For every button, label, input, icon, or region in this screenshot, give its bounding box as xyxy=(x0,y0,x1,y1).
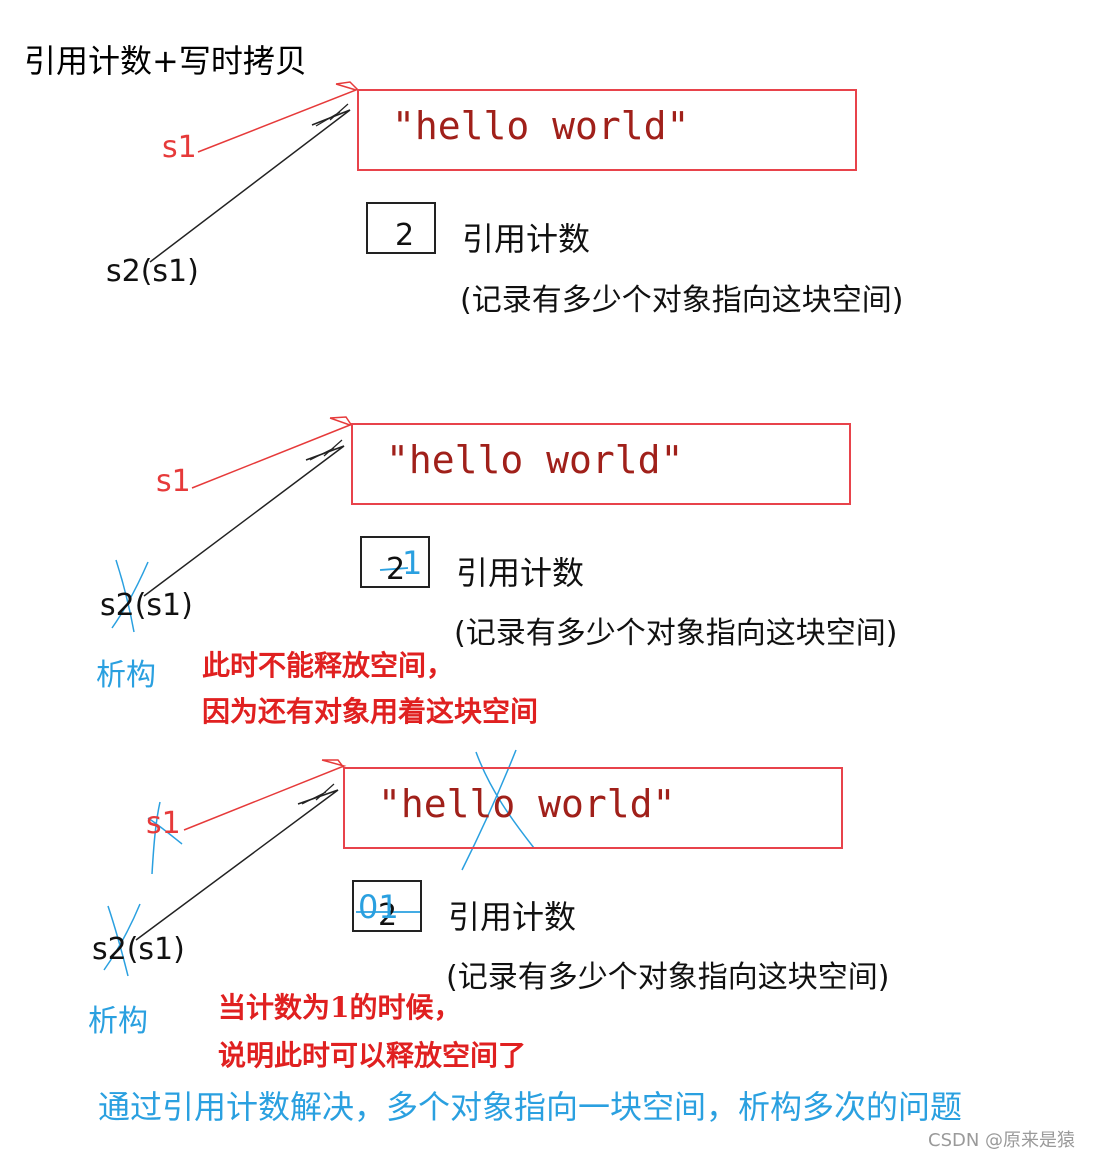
var-s2: s2(s1) xyxy=(92,932,185,967)
s2-arrowhead xyxy=(315,103,349,127)
count-description: (记录有多少个对象指向这块空间) xyxy=(454,616,898,651)
count-label: 引用计数 xyxy=(448,898,577,936)
var-s2: s2(s1) xyxy=(100,588,193,623)
count-description: (记录有多少个对象指向这块空间) xyxy=(446,960,890,995)
s1-pointer-line xyxy=(183,759,347,831)
summary-text: 通过引用计数解决，多个对象指向一块空间，析构多次的问题 xyxy=(98,1088,963,1126)
s2-cross-out xyxy=(111,559,149,633)
count-value: 2 xyxy=(386,552,406,587)
string-block xyxy=(343,767,843,849)
count-label: 引用计数 xyxy=(456,554,585,592)
string-literal: "hello world" xyxy=(378,782,676,826)
count-value: 2 xyxy=(378,898,398,933)
note-line-1: 此时不能释放空间， xyxy=(202,649,455,682)
panel-1-connectors xyxy=(149,81,359,263)
var-s1: s1 xyxy=(156,464,191,499)
count-box xyxy=(352,880,422,932)
count-strike xyxy=(379,567,409,571)
var-s1: s1 xyxy=(162,130,197,165)
watermark: CSDN @原来是猿 xyxy=(928,1130,1076,1151)
count-box xyxy=(366,202,436,254)
destruct-label: 析构 xyxy=(88,1004,148,1039)
note-line-2: 因为还有对象用着这块空间 xyxy=(202,695,539,728)
string-literal: "hello world" xyxy=(392,104,690,148)
count-label: 引用计数 xyxy=(462,220,591,258)
note-line-2: 说明此时可以释放空间了 xyxy=(218,1039,527,1072)
string-literal: "hello world" xyxy=(386,438,684,482)
count-value: 2 xyxy=(395,218,415,253)
s1-cross-out xyxy=(147,801,183,875)
var-s1: s1 xyxy=(146,806,181,841)
s2-arrowhead xyxy=(309,439,343,461)
panel-2-connectors xyxy=(111,416,409,633)
note-line-1: 当计数为1的时候， xyxy=(218,991,462,1024)
s1-pointer-line xyxy=(191,416,353,489)
var-s2: s2(s1) xyxy=(106,254,199,289)
panel-3-connectors xyxy=(103,749,535,977)
s2-cross-out xyxy=(103,903,141,977)
diagram-title: 引用计数+写时拷贝 xyxy=(24,42,307,80)
count-description: (记录有多少个对象指向这块空间) xyxy=(460,283,904,318)
count-new-value: 1 xyxy=(402,544,423,582)
s1-pointer-line xyxy=(197,81,359,153)
string-block xyxy=(351,423,851,505)
string-cross-out xyxy=(461,749,535,871)
count-new-value: 01 xyxy=(358,888,399,926)
s2-arrowhead xyxy=(301,783,335,805)
s2-pointer-line xyxy=(149,109,351,263)
count-box xyxy=(360,536,430,588)
destruct-label: 析构 xyxy=(96,658,156,693)
string-block xyxy=(357,89,857,171)
